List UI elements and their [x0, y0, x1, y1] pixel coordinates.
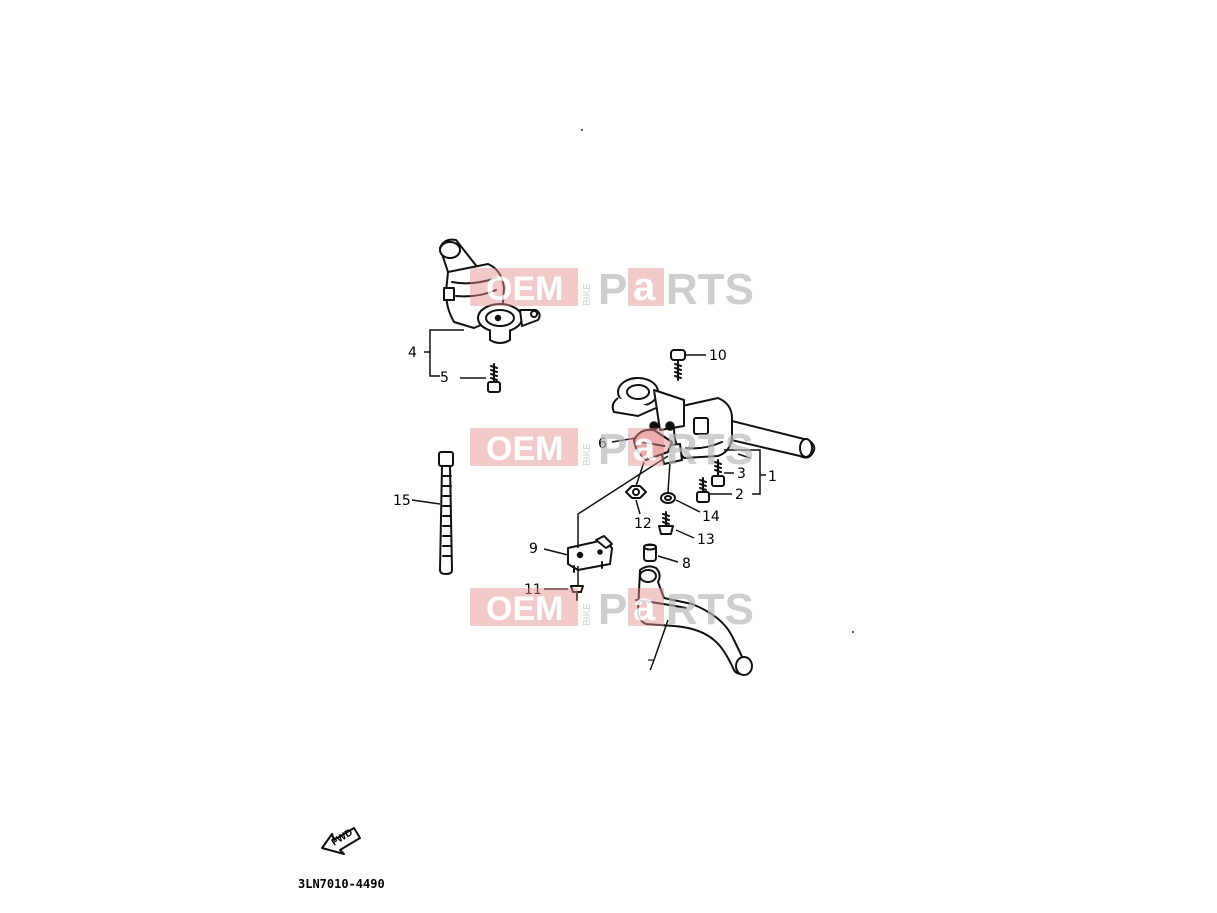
watermark-oem: OEM: [486, 270, 563, 308]
screw-part-11[interactable]: [570, 585, 584, 601]
fwd-arrow-icon: FWD: [321, 827, 361, 855]
throttle-housing-assembly[interactable]: [439, 238, 541, 344]
pivot-bolt-part-13[interactable]: [658, 511, 674, 535]
label-part-12: 12: [634, 516, 652, 532]
label-part-3: 3: [737, 466, 746, 482]
watermark-middle: OEM BIKE P a RTS: [470, 425, 754, 474]
label-part-10: 10: [709, 348, 727, 364]
lever-part-7[interactable]: [635, 565, 753, 676]
cover-part-6[interactable]: [633, 428, 673, 461]
label-part-1: 1: [768, 469, 777, 485]
label-part-15: 15: [393, 493, 411, 509]
switch-part-9[interactable]: [567, 535, 613, 573]
label-part-14: 14: [702, 509, 720, 525]
watermark-parts-p-2: P: [598, 425, 627, 474]
watermark-parts-p-3: P: [598, 585, 627, 634]
watermark-parts-rts-3: RTS: [666, 585, 754, 634]
cable-tie-part-15[interactable]: [438, 451, 454, 575]
screw-part-5[interactable]: [487, 363, 501, 393]
label-part-13: 13: [697, 532, 715, 548]
label-part-11: 11: [524, 582, 542, 598]
watermark-bike: BIKE: [582, 283, 593, 306]
bolt-part-3[interactable]: [711, 459, 725, 487]
label-part-2: 2: [735, 487, 744, 503]
label-part-4: 4: [408, 345, 417, 361]
watermark-parts-a-2: a: [633, 425, 656, 469]
watermark-bottom: OEM BIKE P a RTS: [470, 585, 754, 634]
watermark-parts-p: P: [598, 265, 627, 314]
watermark-parts-rts: RTS: [666, 265, 754, 314]
label-part-5: 5: [440, 370, 449, 386]
collar-part-8[interactable]: [643, 543, 657, 562]
label-part-6: 6: [598, 436, 607, 452]
watermark-parts-a-3: a: [633, 585, 656, 629]
watermark-oem-3: OEM: [486, 590, 563, 628]
watermark-bike-3: BIKE: [582, 603, 593, 626]
label-part-7: 7: [647, 658, 656, 674]
leader-lines: [411, 329, 766, 661]
lever-holder-assembly[interactable]: [611, 377, 816, 465]
diagram-code: 3LN7010-4490: [298, 877, 385, 891]
watermark-top: OEM BIKE P a RTS: [470, 265, 754, 314]
bolt-part-2[interactable]: [696, 477, 710, 503]
screw-part-10[interactable]: [670, 349, 686, 381]
label-part-8: 8: [682, 556, 691, 572]
watermark-parts-a: a: [633, 265, 656, 309]
watermark-bike-2: BIKE: [582, 443, 593, 466]
watermark-parts-rts-2: RTS: [666, 425, 754, 474]
label-part-9: 9: [529, 541, 538, 557]
watermark-oem-2: OEM: [486, 430, 563, 468]
nut-part-12[interactable]: [625, 485, 647, 499]
washer-part-14[interactable]: [660, 492, 676, 504]
